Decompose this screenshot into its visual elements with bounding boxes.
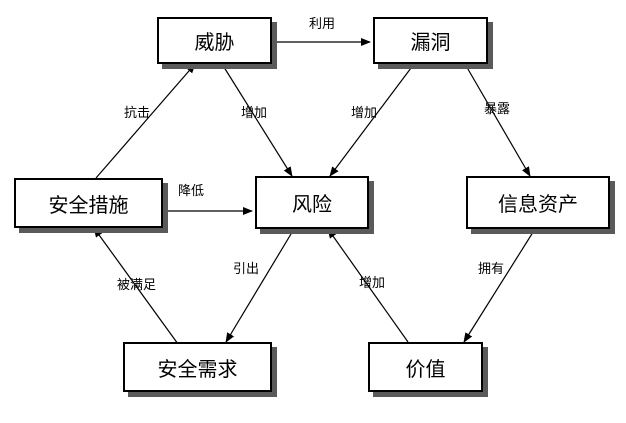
edge-assets-own-value bbox=[463, 228, 536, 343]
edge-label-exploits: 利用 bbox=[309, 17, 336, 32]
node-risk[interactable]: 风险 bbox=[255, 176, 369, 229]
node-security-requirements[interactable]: 安全需求 bbox=[123, 342, 272, 392]
node-security-measures[interactable]: 安全措施 bbox=[14, 178, 163, 228]
edge-label-value-increases: 增加 bbox=[359, 276, 386, 291]
edge-label-resists: 抗击 bbox=[124, 106, 151, 121]
edge-label-satisfied-by: 被满足 bbox=[117, 278, 157, 293]
node-threat[interactable]: 威胁 bbox=[157, 17, 272, 64]
edge-risk-derives-requirements bbox=[225, 228, 295, 343]
edge-label-vulnerability-increases: 增加 bbox=[351, 106, 378, 121]
edge-label-threat-increases: 增加 bbox=[241, 106, 268, 121]
edge-label-reduces: 降低 bbox=[178, 184, 205, 199]
node-information-assets[interactable]: 信息资产 bbox=[466, 176, 610, 229]
edge-label-exposes: 暴露 bbox=[484, 102, 511, 117]
edge-threat-increases-risk bbox=[221, 63, 293, 177]
edge-vulnerability-exposes-assets bbox=[464, 63, 531, 177]
edge-label-derives: 引出 bbox=[233, 262, 260, 277]
edge-measures-resist-threat bbox=[95, 63, 196, 179]
edge-label-owns: 拥有 bbox=[478, 262, 505, 277]
node-value[interactable]: 价值 bbox=[368, 342, 483, 392]
node-vulnerability[interactable]: 漏洞 bbox=[373, 17, 488, 64]
edge-requirements-satisfied-by-measures bbox=[93, 227, 179, 345]
edge-vulnerability-increases-risk bbox=[329, 63, 415, 177]
edge-value-increases-risk bbox=[327, 228, 409, 343]
